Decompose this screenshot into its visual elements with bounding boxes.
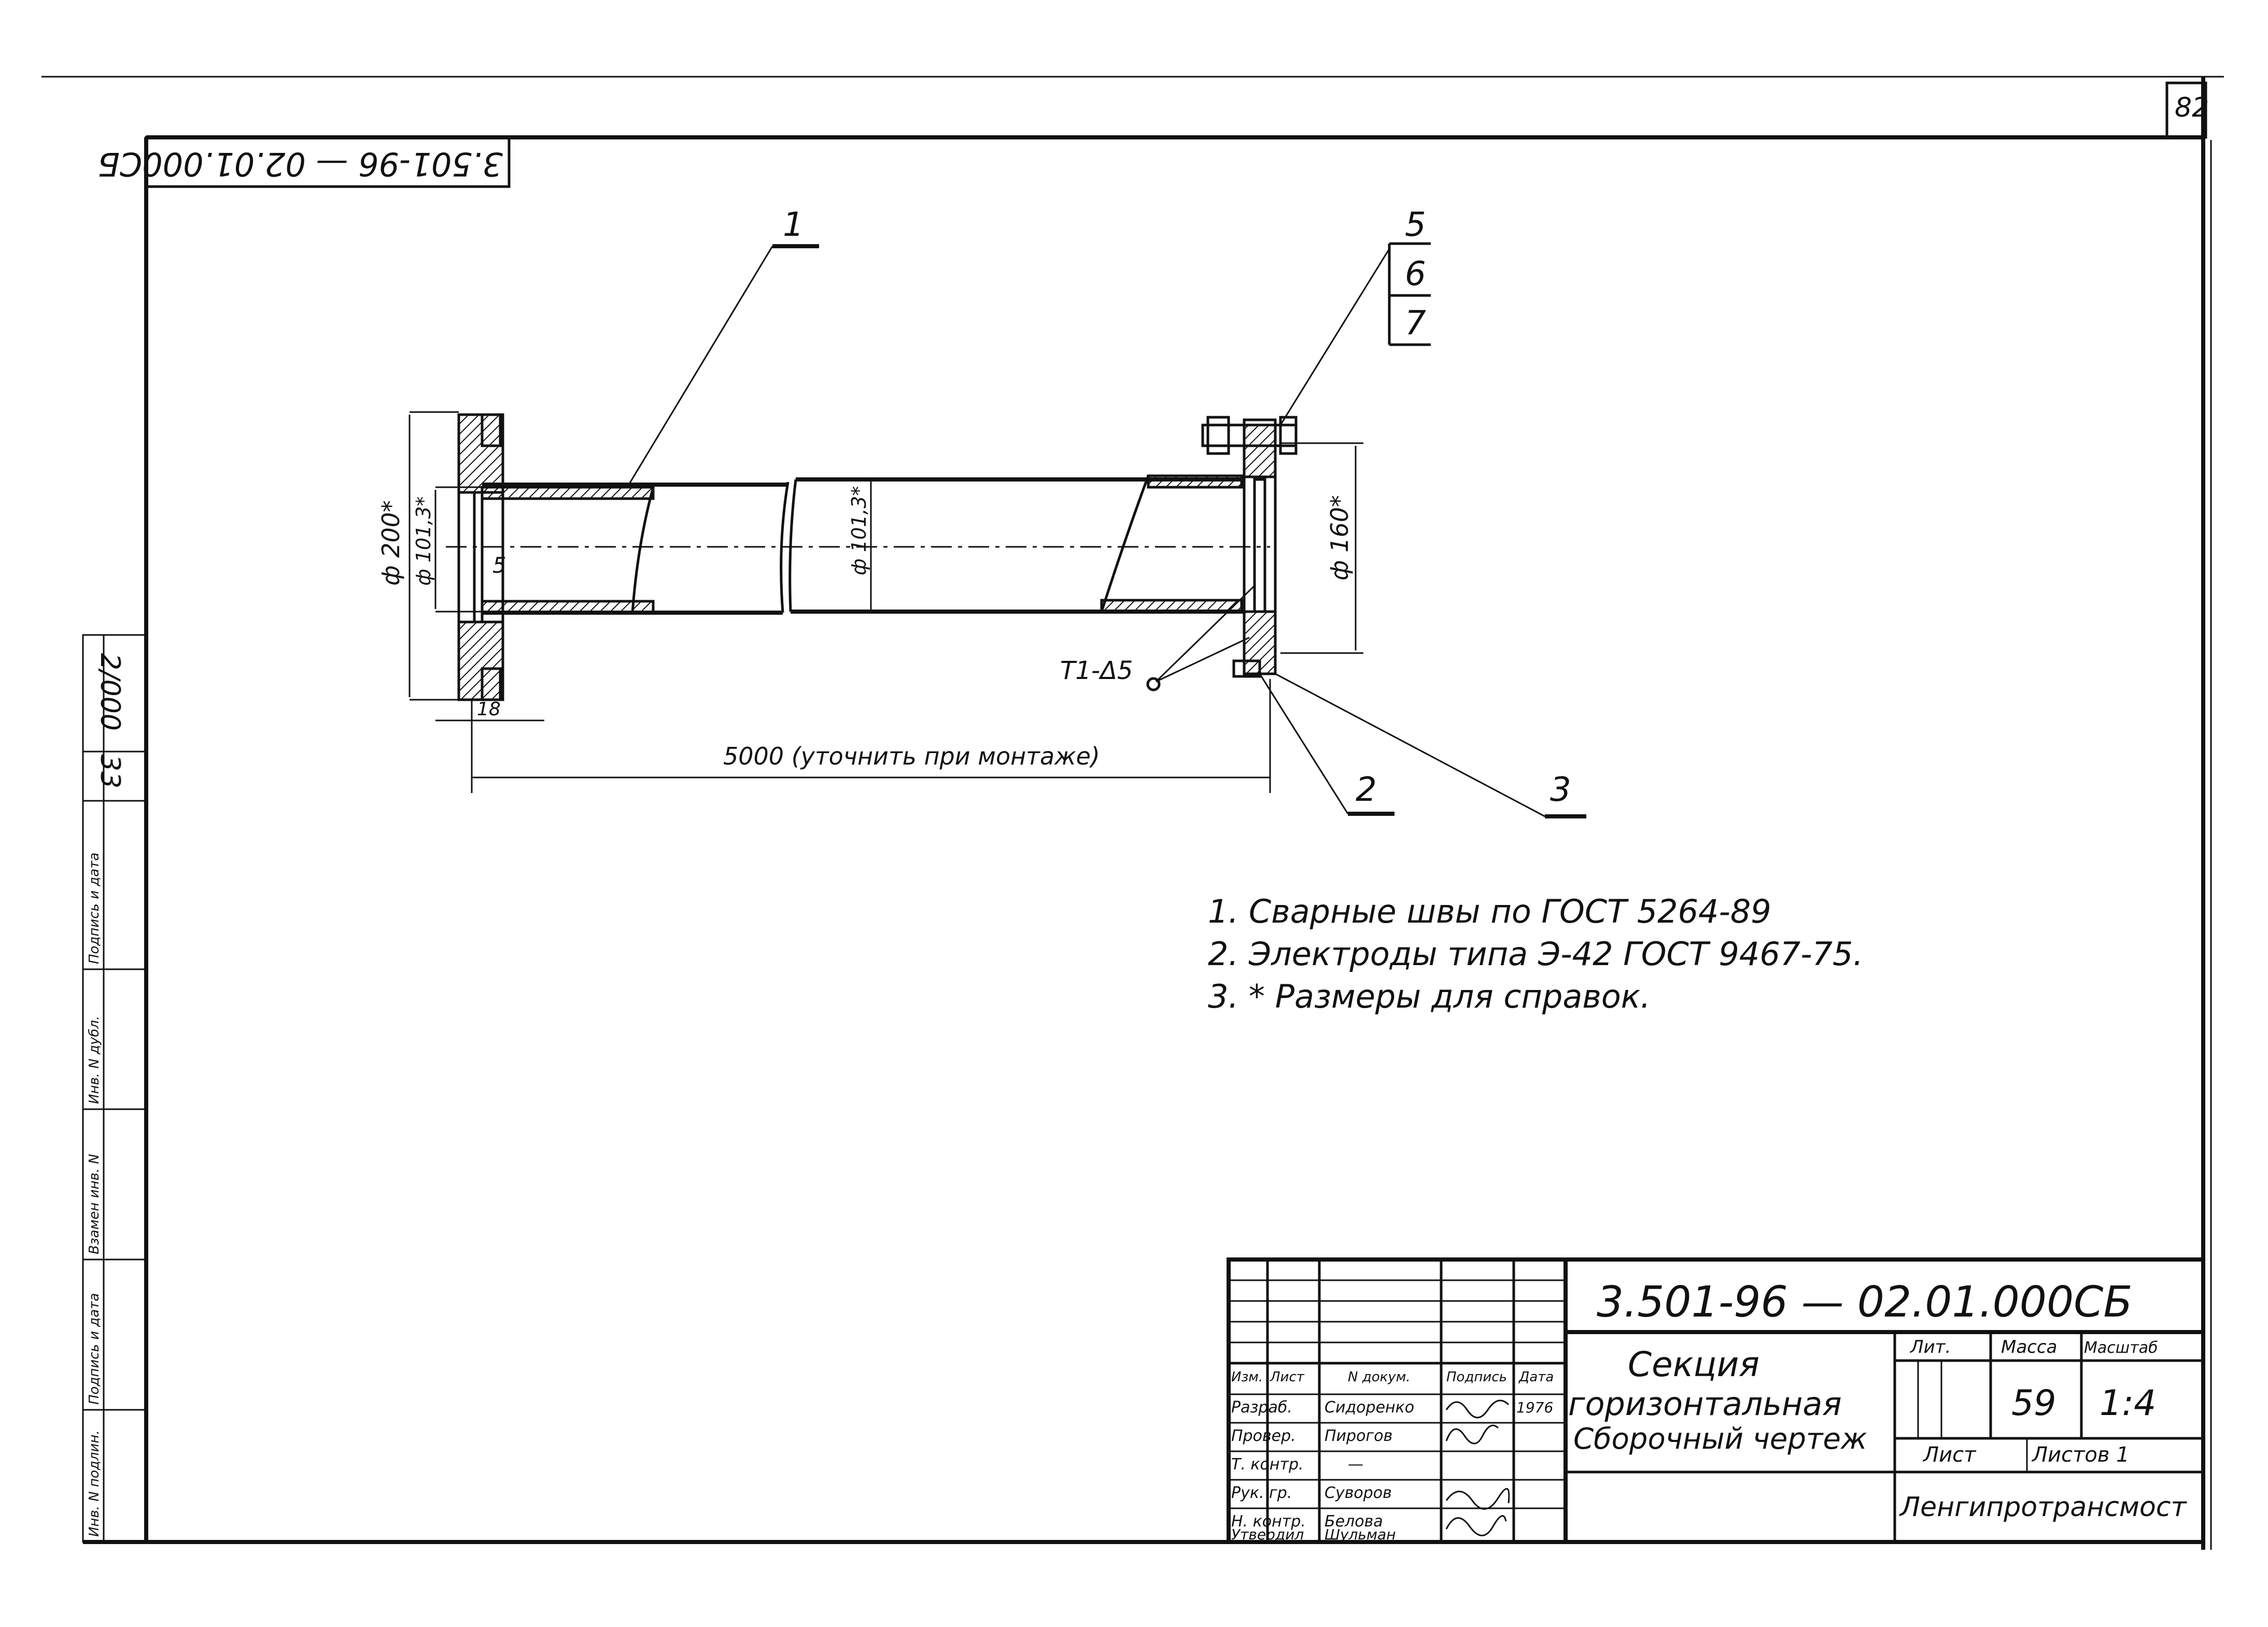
signature-mark (1445, 1488, 1510, 1510)
role: Н. контр. (1231, 1512, 1306, 1531)
side-stamp-num1: 33 (94, 754, 125, 788)
role-name: — (1348, 1455, 1363, 1474)
col-header: Подпись (1446, 1369, 1507, 1385)
callout-1: 1 (783, 206, 804, 244)
side-stamp-label: Подпись и дата (87, 853, 102, 964)
callout-7: 7 (1405, 304, 1426, 343)
dim-length: 5000 (уточнить при монтаже) (723, 742, 1100, 770)
designation: 3.501-96 — 02.01.000СБ (1597, 1278, 2133, 1327)
mass-label: Масса (2001, 1337, 2057, 1357)
title-line-3: Сборочный чертеж (1573, 1422, 1867, 1456)
dim-five: 5 (492, 553, 506, 578)
side-stamp-label: Подпись и дата (87, 1293, 102, 1405)
role: Утвердил (1231, 1526, 1304, 1543)
dim-gap18: 18 (477, 699, 501, 720)
weld-mark: T1-Δ5 (1060, 656, 1133, 685)
note-line: 1. Сварные швы по ГОСТ 5264-89 (1208, 893, 1771, 930)
dim-d101-left: ф 101,3* (412, 497, 435, 586)
role-name: Шульман (1325, 1526, 1396, 1543)
lit-label: Лит. (1909, 1337, 1951, 1357)
side-stamp: 2/000 33 Подпись и дата Инв. N дубл. Вза… (82, 634, 147, 1543)
role-date: 1976 (1516, 1399, 1553, 1416)
role-name: Пирогов (1325, 1427, 1392, 1445)
side-stamp-label: Инв. N дубл. (87, 1016, 102, 1104)
pipe-wall-top-left (481, 486, 655, 500)
col-header: Изм. (1231, 1369, 1263, 1385)
dimensions: ф 200* ф 101,3* 5 ф 101,3* ф 160* 18 500… (377, 411, 1363, 793)
mass-value: 59 (2011, 1383, 2056, 1424)
role: Т. контр. (1231, 1455, 1304, 1474)
rotated-code-box: 3.501-96 — 02.01.000СБ (97, 136, 511, 188)
col-header: N докум. (1348, 1369, 1411, 1385)
sheet-number-box: 82 (2165, 81, 2209, 139)
title-line-1: Секция (1628, 1345, 1759, 1384)
title-line-2: горизонтальная (1568, 1385, 1842, 1423)
note-line: 2. Электроды типа Э-42 ГОСТ 9467-75. (1208, 935, 1863, 973)
dim-d160: ф 160* (1326, 495, 1354, 581)
callout-2: 2 (1356, 771, 1377, 809)
side-stamp-label: Взамен инв. N (87, 1154, 102, 1254)
role-name: Белова (1325, 1512, 1383, 1531)
signature-mark (1445, 1515, 1507, 1536)
sheet-number: 82 (2175, 92, 2209, 123)
callout-5: 5 (1405, 206, 1426, 244)
col-header: Дата (1518, 1369, 1554, 1385)
scale-value: 1:4 (2100, 1383, 2156, 1424)
role-name: Суворов (1325, 1484, 1392, 1502)
callout-3: 3 (1550, 771, 1571, 809)
technical-notes: 1. Сварные швы по ГОСТ 5264-89 2. Электр… (1208, 893, 1863, 1015)
callouts: 1 5 6 7 2 3 (626, 206, 1586, 818)
side-stamp-num2: 2/000 (94, 653, 125, 731)
sheets-label: Листов 1 (2031, 1443, 2130, 1467)
scale-label: Масштаб (2084, 1339, 2158, 1357)
right-flange-top (1243, 423, 1277, 478)
note-line: 3. * Размеры для справок. (1208, 978, 1651, 1015)
role: Провер. (1231, 1427, 1296, 1445)
role: Рук. гр. (1231, 1484, 1292, 1502)
dim-d200: ф 200* (377, 500, 405, 586)
dim-d101-mid: ф 101,3* (848, 486, 870, 575)
title-block: Изм. Лист N докум. Подпись Дата Разраб. … (1227, 1257, 2205, 1544)
organization: Ленгипротрансмост (1899, 1492, 2187, 1523)
signature-mark (1445, 1399, 1510, 1419)
role: Разраб. (1231, 1398, 1292, 1417)
side-stamp-label: Инв. N подлин. (87, 1430, 102, 1537)
outer-frame (41, 76, 2224, 1550)
sheet-label: Лист (1922, 1443, 1977, 1467)
rotated-code: 3.501-96 — 02.01.000СБ (97, 145, 503, 183)
signature-mark (1445, 1424, 1499, 1445)
col-header: Лист (1270, 1369, 1305, 1385)
pipe-section-drawing (446, 413, 1298, 701)
role-name: Сидоренко (1325, 1398, 1414, 1417)
callout-6: 6 (1405, 255, 1426, 293)
